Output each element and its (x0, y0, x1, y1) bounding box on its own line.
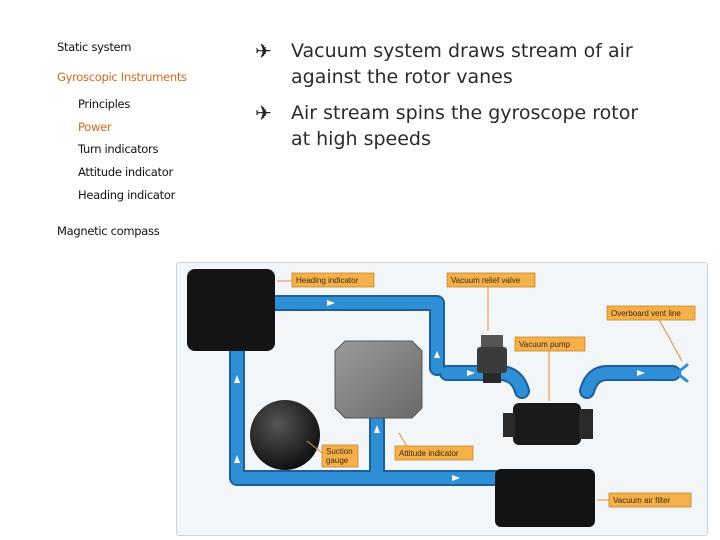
heading-indicator-instrument (187, 269, 275, 351)
airplane-icon: ✈ (255, 39, 272, 63)
callout-vacuum-pump: Vacuum pump (514, 336, 586, 352)
callout-lines (277, 280, 683, 501)
bullet-text-line: Vacuum system draws stream of air (291, 40, 633, 62)
bullet-text-line: at high speeds (291, 128, 431, 150)
callout-vacuum-air-filter: Vacuum air filter (608, 492, 692, 508)
callout-heading-indicator: Heading indicator (291, 272, 375, 288)
nav-item-attitude-indicator[interactable]: Attitude indicator (78, 165, 173, 179)
overboard-vent-outlet (675, 363, 689, 383)
bullet-item: ✈ Vacuum system draws stream of air agai… (255, 38, 705, 90)
callout-label: Heading indicator (296, 276, 359, 285)
vacuum-system-illustration: Heading indicator Vacuum relief valve Ov… (187, 269, 696, 527)
vacuum-air-filter-part (495, 469, 595, 527)
vacuum-pump-part (503, 403, 593, 445)
attitude-indicator-instrument (334, 340, 423, 419)
nav-item-heading-indicator[interactable]: Heading indicator (78, 188, 176, 202)
vacuum-relief-valve-part (477, 335, 507, 383)
callout-attitude-indicator: Attitude indicator (394, 445, 474, 461)
bullet-text-line: Air stream spins the gyroscope rotor (291, 102, 639, 124)
callout-overboard-vent-line: Overboard vent line (606, 305, 696, 321)
nav-item-gyroscopic-instruments[interactable]: Gyroscopic Instruments (57, 70, 187, 84)
callout-label: Vacuum pump (519, 340, 571, 349)
callout-label: Suction (326, 447, 353, 456)
suction-gauge-instrument (250, 400, 320, 470)
vacuum-system-diagram: Heading indicator Vacuum relief valve Ov… (176, 262, 708, 536)
bullet-item: ✈ Air stream spins the gyroscope rotor a… (255, 100, 705, 152)
callout-vacuum-relief-valve: Vacuum relief valve (446, 272, 536, 288)
callout-label: Vacuum air filter (613, 496, 671, 505)
bullet-text-line: against the rotor vanes (291, 66, 513, 88)
nav-item-principles[interactable]: Principles (78, 97, 131, 111)
nav-item-magnetic-compass[interactable]: Magnetic compass (57, 224, 160, 238)
bullet-list: ✈ Vacuum system draws stream of air agai… (255, 38, 705, 162)
callout-suction-gauge: Suction gauge (321, 444, 359, 468)
callout-label: Attitude indicator (399, 449, 459, 458)
callout-label: Vacuum relief valve (451, 276, 521, 285)
callout-label: Overboard vent line (611, 309, 681, 318)
airplane-icon: ✈ (255, 101, 272, 125)
flow-arrows (234, 300, 645, 481)
nav-item-static-system[interactable]: Static system (57, 40, 132, 54)
nav-item-power[interactable]: Power (78, 120, 112, 134)
nav-item-turn-indicators[interactable]: Turn indicators (78, 142, 159, 156)
callout-label: gauge (326, 456, 349, 465)
